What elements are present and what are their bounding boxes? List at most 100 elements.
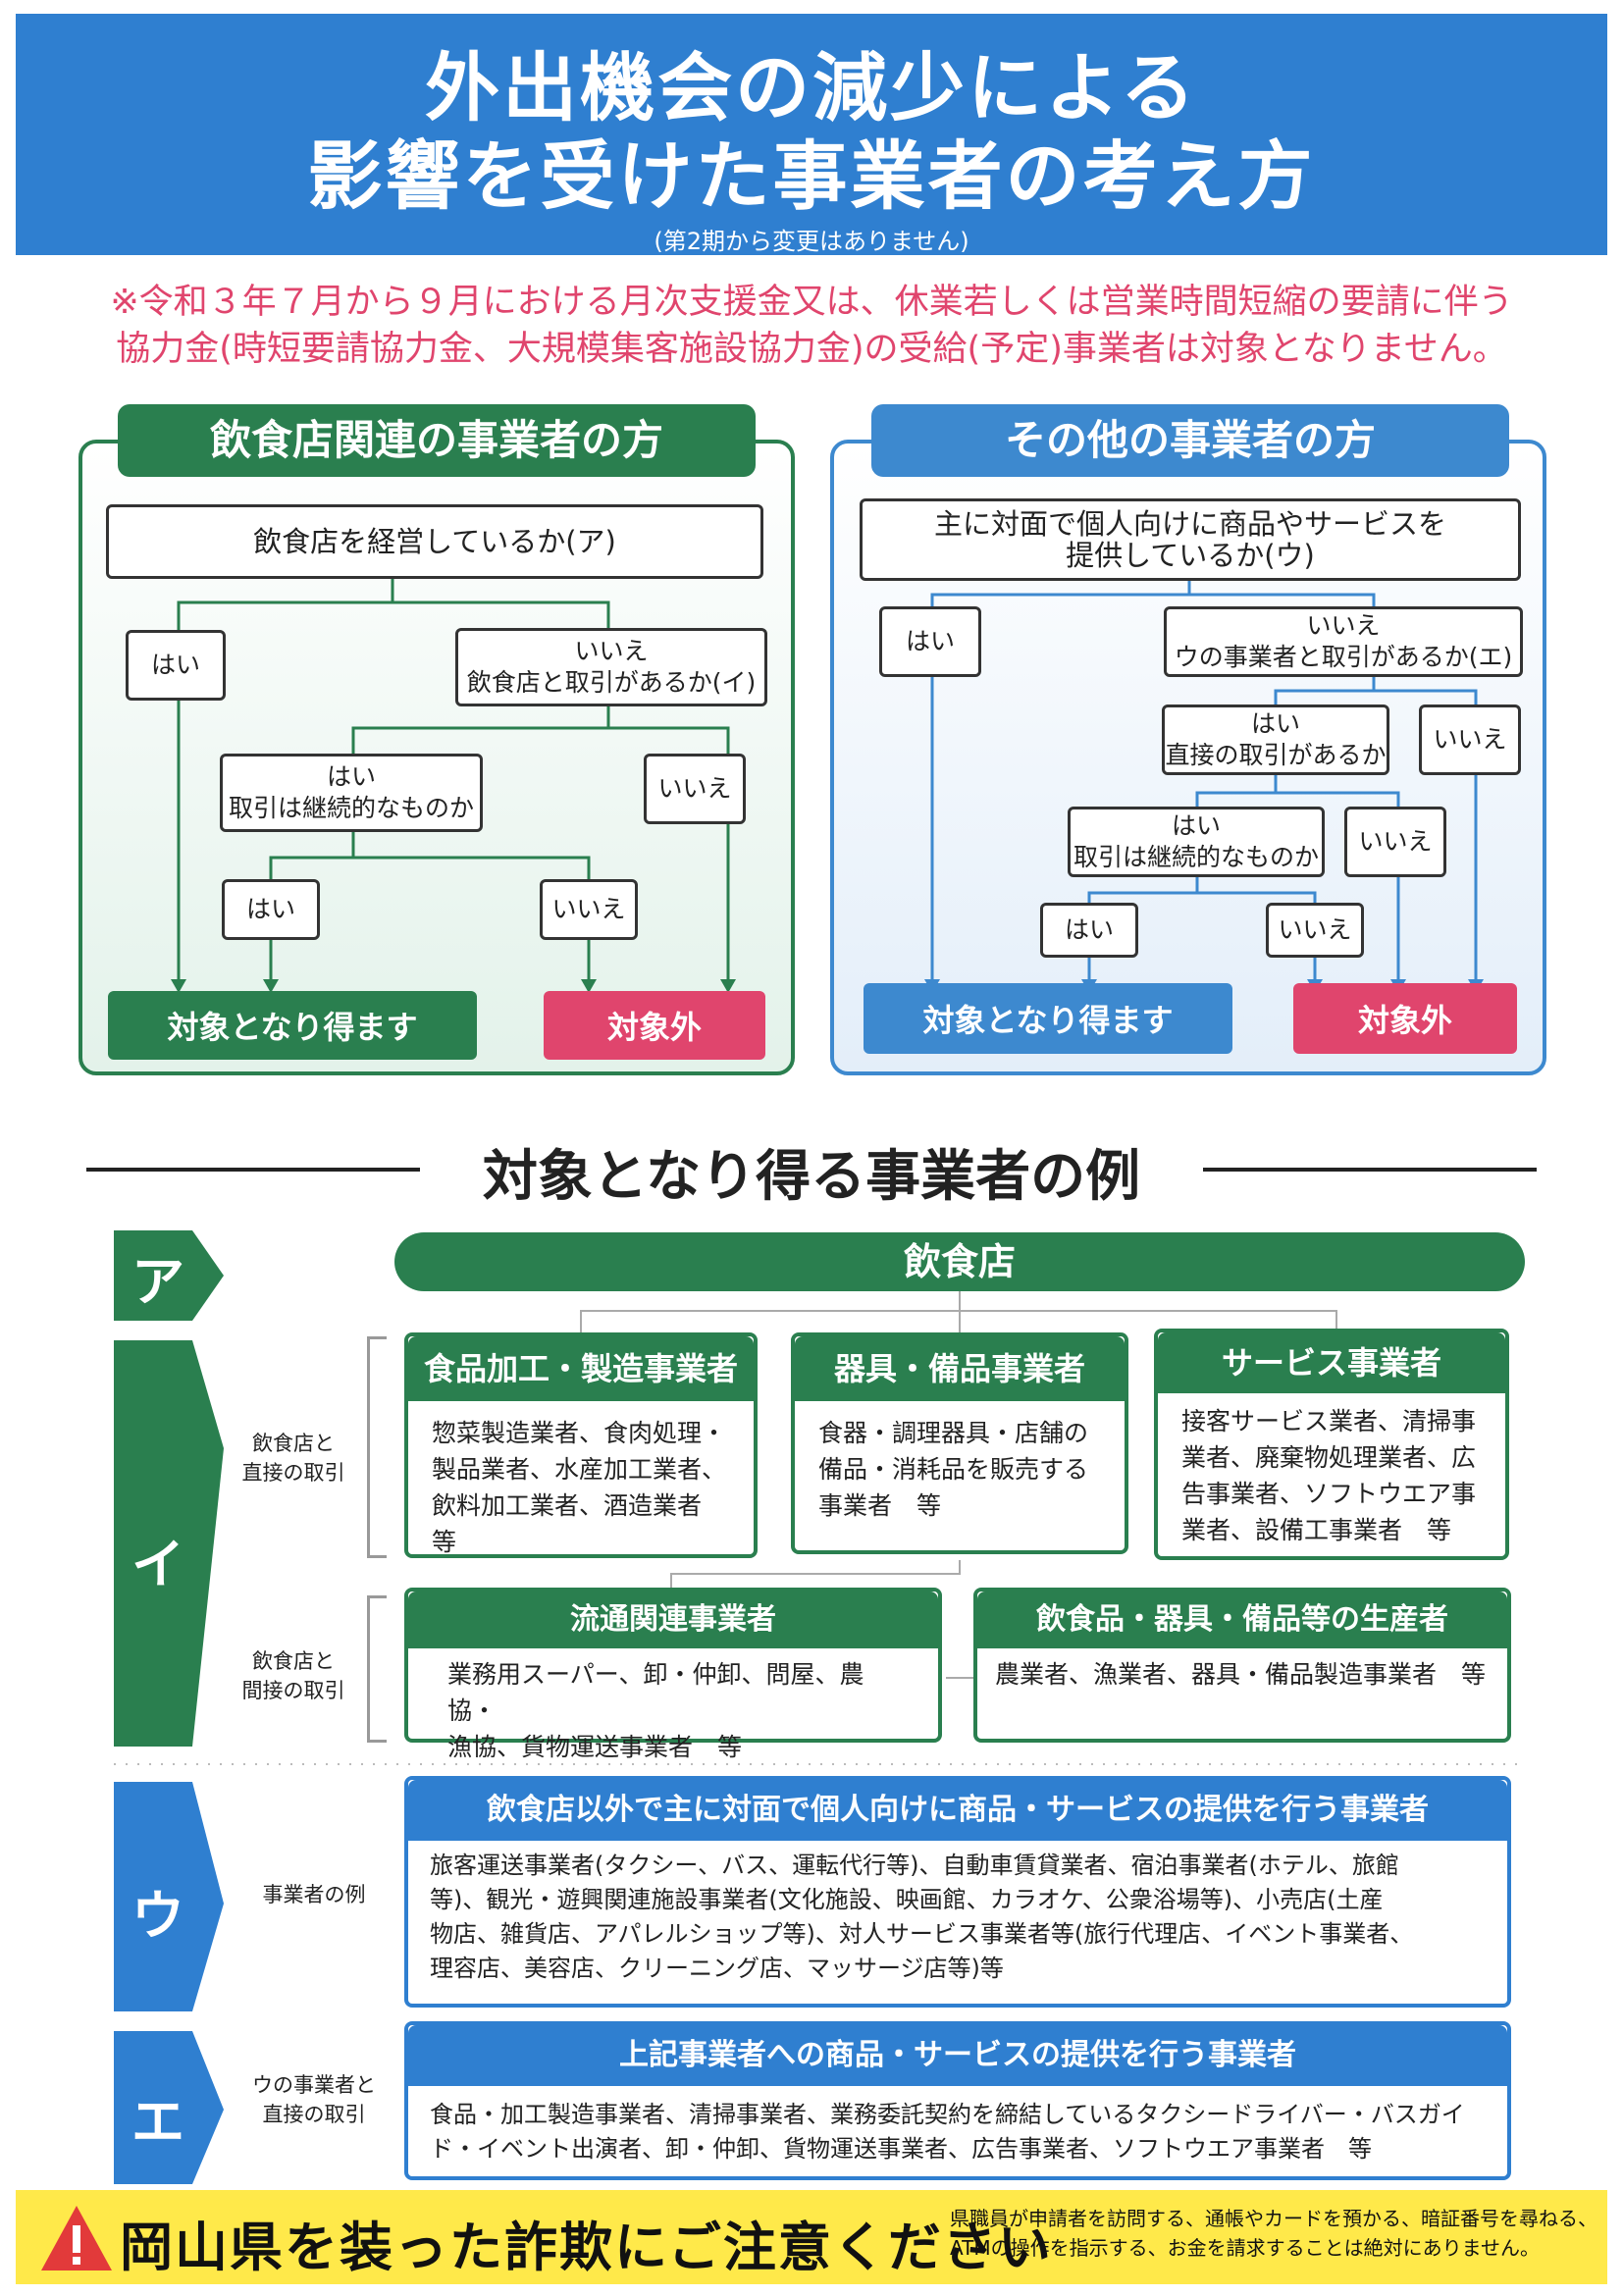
e-row-label: ウの事業者と 直接の取引 xyxy=(236,2070,393,2129)
card-line: 接客サービス業者、清掃事 xyxy=(1181,1407,1477,1435)
card-equipment: 器具・備品事業者 食器・調理器具・店舗の 備品・消耗品を販売する 事業者 等 xyxy=(791,1332,1128,1554)
card-line: 理容店、美容店、クリーニング店、マッサージ店等)等 xyxy=(430,1955,1004,1982)
food-q-restaurant-operation: 飲食店を経営しているか(ア) xyxy=(106,504,763,579)
card-line: 業者、廃棄物処理業者、広 xyxy=(1181,1443,1477,1472)
other-no-2-text: いいえ xyxy=(1433,725,1507,754)
card-line: 旅客運送事業者(タクシー、バス、運転代行等)、自動車賃貸業者、宿泊事業者(ホテル… xyxy=(430,1852,1399,1879)
page-title-line2: 影響を受けた事業者の考え方 xyxy=(307,132,1316,220)
card-distribution: 流通関連事業者 業務用スーパー、卸・仲卸、問屋、農協・ 漁協、貨物運送事業者 等 xyxy=(404,1588,942,1761)
food-yes-1: はい xyxy=(126,630,226,701)
notice-line2: 協力金(時短要請協力金、大規模集客施設協力金)の受給(予定)事業者は対象となりま… xyxy=(116,330,1507,369)
other-q-u-line2: 提供しているか(ウ) xyxy=(1066,539,1315,572)
direct-label-line1: 飲食店と xyxy=(252,1432,335,1455)
food-result-ineligible: 対象外 xyxy=(544,991,765,1060)
examples-section-title: 対象となり得る事業者の例 xyxy=(482,1145,1141,1209)
e-label-line2: 直接の取引 xyxy=(262,2103,366,2126)
other-q-u-line1: 主に対面で個人向けに商品やサービスを xyxy=(933,507,1446,541)
other-no-4: いいえ xyxy=(1266,903,1364,958)
other-no-4-text: いいえ xyxy=(1278,915,1352,944)
food-yes-2: はい取引は継続的なものか xyxy=(220,754,483,832)
indirect-trade-label: 飲食店と 間接の取引 xyxy=(230,1646,357,1705)
other-no-1-line2: ウの事業者と取引があるか(エ) xyxy=(1174,643,1513,671)
header-banner: 外出機会の減少による 影響を受けた事業者の考え方 (第2期から変更はありません) xyxy=(16,14,1607,255)
card-suppliers-to-u: 上記事業者への商品・サービスの提供を行う事業者 食品・加工製造事業者、清掃事業者… xyxy=(404,2021,1511,2180)
other-no-3: いいえ xyxy=(1344,807,1446,877)
other-q-face-to-face: 主に対面で個人向けに商品やサービスを提供しているか(ウ) xyxy=(860,498,1521,581)
other-yes-3-line2: 取引は継続的なものか xyxy=(1073,843,1319,871)
warning-title: 岡山県を装った詐欺にご注意ください xyxy=(120,2217,1053,2278)
card-line: 漁協、貨物運送事業者 等 xyxy=(447,1733,743,1761)
restaurant-bar: 飲食店 xyxy=(394,1232,1525,1291)
card-producers: 飲食品・器具・備品等の生産者 農業者、漁業者、器具・備品製造事業者 等 xyxy=(973,1588,1511,1743)
other-no-1: いいえウの事業者と取引があるか(エ) xyxy=(1164,606,1523,677)
card-line: 業務用スーパー、卸・仲卸、問屋、農協・ xyxy=(447,1660,864,1725)
other-no-2: いいえ xyxy=(1419,704,1521,775)
indirect-label-line2: 間接の取引 xyxy=(241,1679,345,1702)
e-label-line1: ウの事業者と xyxy=(252,2073,376,2097)
other-result-ineligible: 対象外 xyxy=(1293,983,1517,1054)
card-equipment-body: 食器・調理器具・店舗の 備品・消耗品を販売する 事業者 等 xyxy=(795,1401,1125,1538)
card-line: 業者、設備工事業者 等 xyxy=(1181,1516,1452,1544)
direct-trade-label: 飲食店と 直接の取引 xyxy=(230,1429,357,1487)
card-distribution-title: 流通関連事業者 xyxy=(408,1592,938,1648)
card-service: サービス事業者 接客サービス業者、清掃事 業者、廃棄物処理業者、広 告事業者、ソ… xyxy=(1154,1329,1509,1560)
card-producers-body: 農業者、漁業者、器具・備品製造事業者 等 xyxy=(977,1648,1507,1700)
other-yes-1-text: はい xyxy=(905,627,955,655)
other-yes-4-text: はい xyxy=(1064,915,1114,944)
card-line: 物店、雑貨店、アパレルショップ等)、対人サービス事業者等(旅行代理店、イベント事… xyxy=(430,1920,1414,1948)
card-line: 等)、観光・遊興関連施設事業者(文化施設、映画館、カラオケ、公衆浴場等)、小売店… xyxy=(430,1886,1384,1913)
badge-a: ア xyxy=(131,1251,184,1313)
food-no-1-line2: 飲食店と取引があるか(イ) xyxy=(466,668,757,697)
card-line: ド・イベント出演者、卸・仲卸、貨物運送事業者、広告事業者、ソフトウエア事業者 等 xyxy=(430,2135,1372,2163)
card-line: 農業者、漁業者、器具・備品製造事業者 等 xyxy=(995,1660,1487,1689)
page-title-line1: 外出機会の減少による xyxy=(425,44,1198,131)
food-q-a-text: 飲食店を経営しているか(ア) xyxy=(253,525,616,558)
other-yes-2-line2: 直接の取引があるか xyxy=(1165,741,1387,769)
warning-icon xyxy=(41,2206,112,2270)
title-rule-right xyxy=(1203,1168,1537,1172)
card-e-title: 上記事業者への商品・サービスの提供を行う事業者 xyxy=(408,2025,1507,2086)
card-service-body: 接客サービス業者、清掃事 業者、廃棄物処理業者、広 告事業者、ソフトウエア事 業… xyxy=(1158,1393,1505,1558)
badge-i: イ xyxy=(131,1534,184,1595)
food-yes-3-text: はい xyxy=(245,895,295,923)
direct-label-line2: 直接の取引 xyxy=(241,1461,345,1485)
card-equipment-title: 器具・備品事業者 xyxy=(795,1336,1125,1401)
card-line: 惣菜製造業者、食肉処理・ xyxy=(432,1419,727,1447)
other-yes-3-line1: はい xyxy=(1171,811,1221,840)
card-u-body: 旅客運送事業者(タクシー、バス、運転代行等)、自動車賃貸業者、宿泊事業者(ホテル… xyxy=(408,1841,1507,1994)
other-result-eligible: 対象となり得ます xyxy=(864,983,1232,1054)
card-food-processing: 食品加工・製造事業者 惣菜製造業者、食肉処理・ 製品業者、水産加工業者、 飲料加… xyxy=(404,1332,758,1558)
fraud-warning-banner: 岡山県を装った詐欺にご注意ください 県職員が申請者を訪問する、通帳やカードを預か… xyxy=(16,2190,1607,2284)
u-row-label: 事業者の例 xyxy=(262,1883,366,1906)
food-yes-2-line1: はい xyxy=(326,762,376,791)
notice-line1: ※令和３年７月から９月における月次支援金又は、休業若しくは営業時間短縮の要請に伴… xyxy=(110,283,1513,322)
food-yes-2-line2: 取引は継続的なものか xyxy=(228,794,474,822)
card-line: 食品・加工製造事業者、清掃事業者、業務委託契約を締結しているタクシードライバー・… xyxy=(430,2101,1465,2128)
warning-line2: ATMの操作を指示する、お金を請求することは絶対にありません。 xyxy=(950,2236,1541,2260)
other-no-1-line1: いいえ xyxy=(1306,611,1381,640)
food-no-1: いいえ飲食店と取引があるか(イ) xyxy=(455,628,767,706)
food-panel-title: 飲食店関連の事業者の方 xyxy=(118,404,756,477)
other-yes-1: はい xyxy=(879,606,981,677)
card-line: 告事業者、ソフトウエア事 xyxy=(1181,1480,1477,1508)
food-yes-1-text: はい xyxy=(150,651,200,679)
other-panel-title: その他の事業者の方 xyxy=(871,404,1509,477)
card-e-body: 食品・加工製造事業者、清掃事業者、業務委託契約を締結しているタクシードライバー・… xyxy=(408,2086,1507,2178)
card-food-processing-body: 惣菜製造業者、食肉処理・ 製品業者、水産加工業者、 飲料加工業者、酒造業者 等 xyxy=(408,1401,754,1574)
other-yes-2: はい直接の取引があるか xyxy=(1162,704,1389,775)
other-no-3-text: いいえ xyxy=(1358,827,1433,856)
warning-detail: 県職員が申請者を訪問する、通帳やカードを預かる、暗証番号を尋ねる、 ATMの操作… xyxy=(950,2204,1597,2263)
exclusion-notice: ※令和３年７月から９月における月次支援金又は、休業若しくは営業時間短縮の要請に伴… xyxy=(59,279,1564,373)
title-rule-left xyxy=(86,1168,420,1172)
badge-e: エ xyxy=(131,2091,184,2153)
card-line: 事業者 等 xyxy=(818,1491,942,1520)
card-distribution-body: 業務用スーパー、卸・仲卸、問屋、農協・ 漁協、貨物運送事業者 等 xyxy=(408,1648,938,1773)
food-yes-3: はい xyxy=(222,879,320,940)
card-line: 飲料加工業者、酒造業者 等 xyxy=(432,1491,727,1556)
indirect-bracket xyxy=(367,1595,387,1743)
card-food-processing-title: 食品加工・製造事業者 xyxy=(408,1336,754,1401)
food-no-3: いいえ xyxy=(540,879,638,940)
card-service-title: サービス事業者 xyxy=(1158,1332,1505,1393)
